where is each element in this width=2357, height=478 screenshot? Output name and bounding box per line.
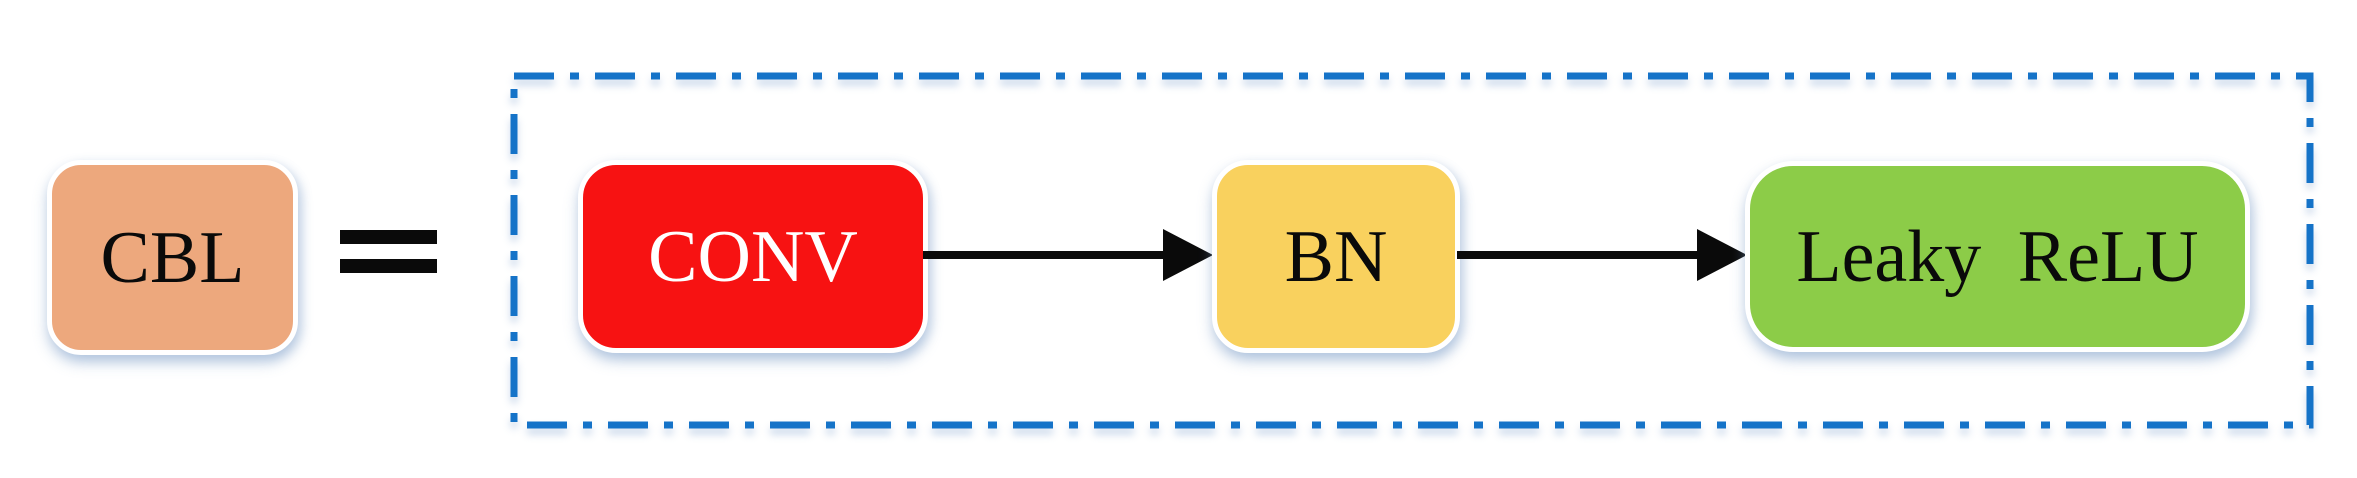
bn-block: BN xyxy=(1212,160,1460,353)
equals-icon xyxy=(340,230,437,273)
arrow-shaft xyxy=(923,251,1169,259)
leaky-relu-label: Leaky ReLU xyxy=(1796,215,2199,298)
conv-block: CONV xyxy=(578,160,928,353)
arrow-bn-to-relu xyxy=(1457,229,1747,281)
bn-label: BN xyxy=(1284,215,1388,298)
leaky-relu-block: Leaky ReLU xyxy=(1745,161,2250,352)
conv-label: CONV xyxy=(648,215,858,298)
cbl-label: CBL xyxy=(100,216,245,299)
arrow-head-icon xyxy=(1697,229,1747,281)
arrow-head-icon xyxy=(1163,229,1213,281)
equals-top-bar xyxy=(340,230,437,244)
arrow-shaft xyxy=(1457,251,1703,259)
equals-bottom-bar xyxy=(340,259,437,273)
arrow-conv-to-bn xyxy=(923,229,1213,281)
cbl-block: CBL xyxy=(47,160,298,355)
